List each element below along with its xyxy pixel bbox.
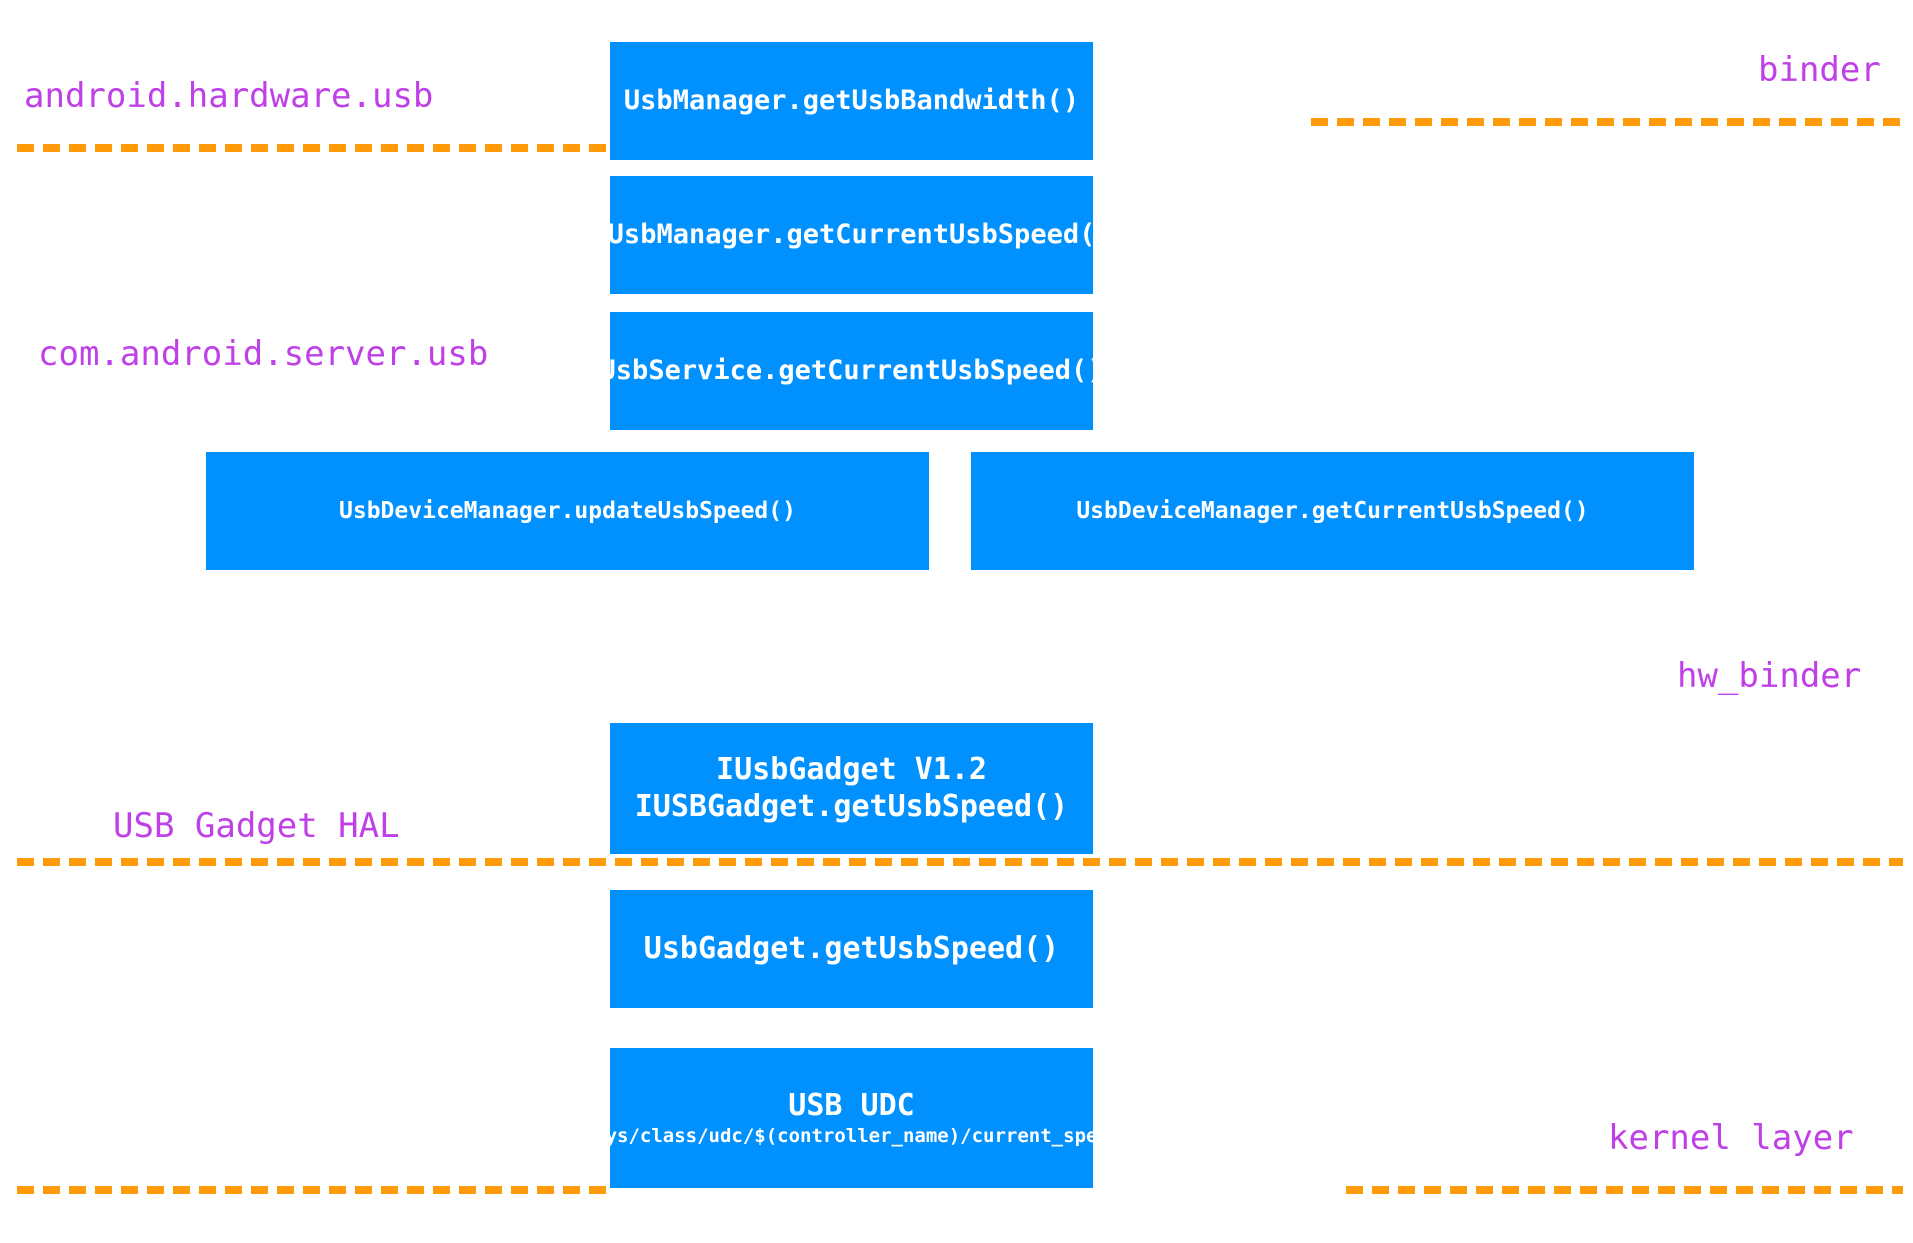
node-usb-device-manager-update-usb-speed[interactable]: UsbDeviceManager.updateUsbSpeed() bbox=[206, 452, 929, 570]
node-label-line1: IUsbManager.getCurrentUsbSpeed() bbox=[591, 218, 1112, 250]
node-label-line2: /sys/class/udc/$(controller_name)/curren… bbox=[582, 1124, 1121, 1147]
node-usb-service-get-current-usb-speed[interactable]: UsbService.getCurrentUsbSpeed() bbox=[600, 312, 1103, 430]
node-label-line1: UsbGadget.getUsbSpeed() bbox=[643, 930, 1060, 966]
boundary-line-kernel-left bbox=[17, 1186, 614, 1194]
node-label-line1: USB UDC bbox=[788, 1088, 915, 1124]
node-usb-gadget-get-usb-speed[interactable]: UsbGadget.getUsbSpeed() bbox=[610, 890, 1093, 1008]
label-binder: binder bbox=[1758, 50, 1881, 90]
node-label-line2: IUSBGadget.getUsbSpeed() bbox=[634, 788, 1069, 824]
boundary-line-binder-left bbox=[17, 144, 614, 152]
node-label-line1: IUsbGadget V1.2 bbox=[716, 751, 987, 787]
label-android-hardware-usb: android.hardware.usb bbox=[24, 76, 434, 116]
label-com-android-server-usb: com.android.server.usb bbox=[38, 334, 489, 374]
boundary-line-binder-right bbox=[1311, 118, 1903, 126]
node-usb-device-manager-get-current-usb-speed[interactable]: UsbDeviceManager.getCurrentUsbSpeed() bbox=[971, 452, 1694, 570]
node-label-line1: UsbDeviceManager.updateUsbSpeed() bbox=[339, 497, 796, 524]
node-label-line1: UsbDeviceManager.getCurrentUsbSpeed() bbox=[1076, 497, 1589, 524]
node-label-line1: UsbManager.getUsbBandwidth() bbox=[623, 84, 1080, 116]
node-usb-manager-get-usb-bandwidth[interactable]: UsbManager.getUsbBandwidth() bbox=[610, 42, 1093, 160]
node-usb-udc[interactable]: USB UDC /sys/class/udc/$(controller_name… bbox=[583, 1048, 1120, 1188]
node-iusb-manager-get-current-usb-speed[interactable]: IUsbManager.getCurrentUsbSpeed() bbox=[591, 176, 1112, 294]
boundary-line-hw-binder bbox=[17, 858, 1903, 866]
boundary-line-kernel-right bbox=[1346, 1186, 1903, 1194]
label-kernel-layer: kernel layer bbox=[1608, 1118, 1854, 1158]
node-label-line1: UsbService.getCurrentUsbSpeed() bbox=[599, 354, 1104, 386]
label-usb-gadget-hal: USB Gadget HAL bbox=[113, 806, 400, 846]
label-hw-binder: hw_binder bbox=[1677, 656, 1862, 696]
node-iusb-gadget-v1-2[interactable]: IUsbGadget V1.2 IUSBGadget.getUsbSpeed() bbox=[610, 723, 1093, 854]
